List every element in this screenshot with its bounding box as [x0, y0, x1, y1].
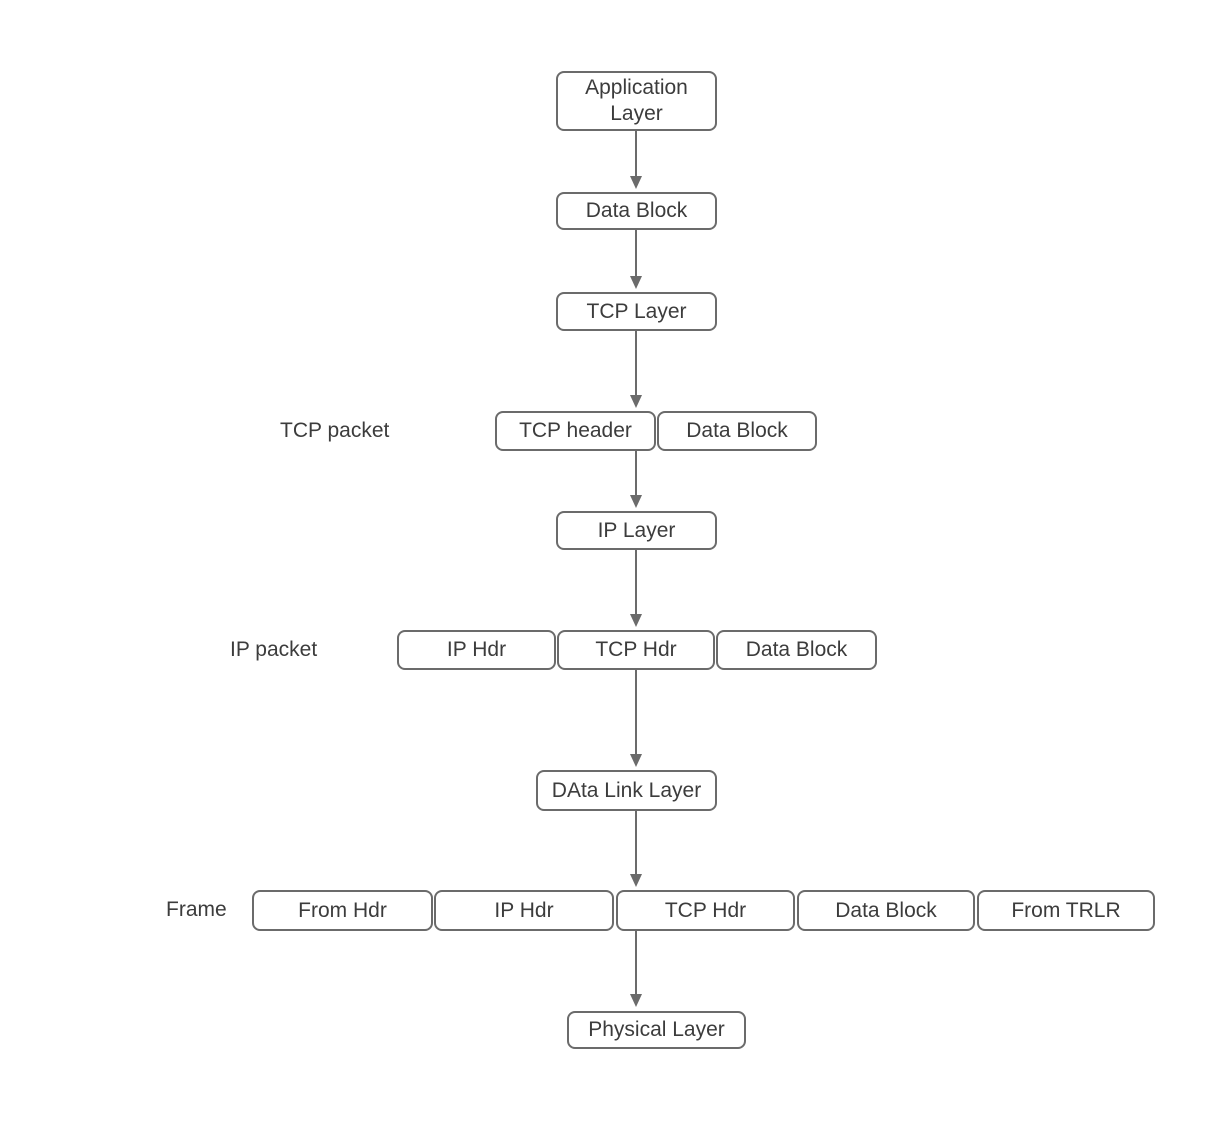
arrow-tcppacket-to-iplayer	[630, 451, 642, 508]
node-ip-packet-data-block: Data Block	[716, 630, 877, 670]
arrowhead-icon	[630, 994, 642, 1007]
arrow-shaft	[635, 331, 637, 397]
node-frame-data-block: Data Block	[797, 890, 975, 931]
arrow-iplayer-to-ippacket	[630, 550, 642, 627]
node-frame-tcp-hdr: TCP Hdr	[616, 890, 795, 931]
arrow-ippacket-to-datalink	[630, 670, 642, 767]
arrowhead-icon	[630, 276, 642, 289]
arrow-shaft	[635, 670, 637, 756]
arrowhead-icon	[630, 495, 642, 508]
node-tcp-layer: TCP Layer	[556, 292, 717, 331]
label-frame: Frame	[166, 898, 227, 921]
arrowhead-icon	[630, 395, 642, 408]
arrow-datalink-to-frame	[630, 811, 642, 887]
arrow-shaft	[635, 230, 637, 278]
node-frame-from-hdr: From Hdr	[252, 890, 433, 931]
arrow-frame-to-physical	[630, 931, 642, 1007]
arrowhead-icon	[630, 176, 642, 189]
arrowhead-icon	[630, 874, 642, 887]
arrow-shaft	[635, 451, 637, 497]
label-ip-packet: IP packet	[230, 638, 318, 661]
arrow-tcplayer-to-tcppacket	[630, 331, 642, 408]
node-data-link-layer: DAta Link Layer	[536, 770, 717, 811]
arrowhead-icon	[630, 614, 642, 627]
node-data-block-top: Data Block	[556, 192, 717, 230]
node-ip-hdr: IP Hdr	[397, 630, 556, 670]
arrow-shaft	[635, 811, 637, 876]
arrow-shaft	[635, 550, 637, 616]
node-frame-ip-hdr: IP Hdr	[434, 890, 614, 931]
node-tcp-header: TCP header	[495, 411, 656, 451]
arrow-shaft	[635, 931, 637, 996]
node-tcp-packet-data-block: Data Block	[657, 411, 817, 451]
arrow-datablock-to-tcplayer	[630, 230, 642, 289]
node-frame-from-trlr: From TRLR	[977, 890, 1155, 931]
arrowhead-icon	[630, 754, 642, 767]
node-physical-layer: Physical Layer	[567, 1011, 746, 1049]
arrow-shaft	[635, 131, 637, 178]
arrow-application-to-datablock	[630, 131, 642, 189]
node-application-layer: Application Layer	[556, 71, 717, 131]
label-tcp-packet: TCP packet	[280, 419, 390, 442]
node-tcp-hdr: TCP Hdr	[557, 630, 715, 670]
node-ip-layer: IP Layer	[556, 511, 717, 550]
